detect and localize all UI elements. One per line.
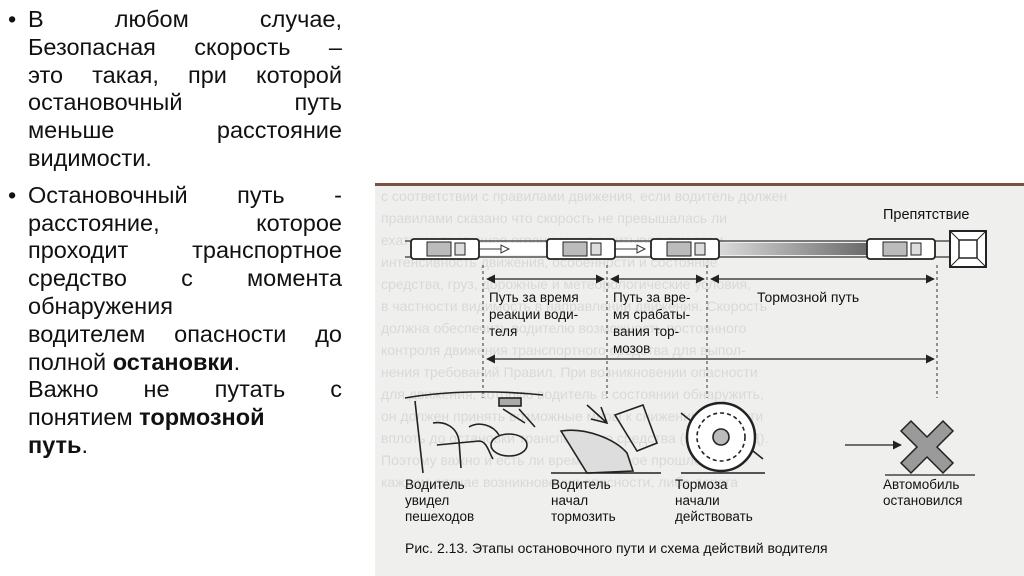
text-column: • В любом случае, Безопасная скорость – … bbox=[8, 6, 342, 460]
stop-cross-icon bbox=[845, 419, 975, 476]
label-line: теля bbox=[489, 324, 517, 339]
bg-line: нения требований Правил. При возникновен… bbox=[381, 364, 758, 380]
obstacle-icon bbox=[949, 230, 987, 268]
text-line: водителем опасности до bbox=[28, 320, 342, 347]
bg-line: должна обеспечить водителю возможность п… bbox=[381, 320, 747, 336]
label-line: тормозить bbox=[551, 509, 616, 524]
obstacle-label: Препятствие bbox=[883, 207, 970, 223]
label-line: мя срабаты- bbox=[613, 307, 690, 322]
label-line: начали bbox=[675, 493, 720, 508]
car-icon bbox=[546, 238, 616, 260]
label-line: реакции води- bbox=[489, 307, 578, 322]
label-line: действовать bbox=[675, 509, 753, 524]
text-line: В любом случае, bbox=[28, 6, 342, 32]
figure-caption: Рис. 2.13. Этапы остановочного пути и сх… bbox=[405, 540, 828, 556]
stopping-distance-figure: с соответствии с правилами движения, есл… bbox=[375, 183, 1024, 576]
segment-braking-label: Тормозной путь bbox=[757, 289, 859, 305]
bg-line: он должен принять возможные меры к сниже… bbox=[381, 408, 763, 424]
segment-brake-response-label: Путь за вре- мя срабаты- вания тор- мозо… bbox=[613, 290, 691, 356]
text-line: меньше расстояние bbox=[28, 117, 342, 144]
text-span: . bbox=[81, 431, 89, 458]
bold-term-path: путь bbox=[28, 431, 82, 458]
track-gap bbox=[471, 243, 556, 255]
bullet-marker: • bbox=[8, 6, 17, 32]
bg-line: с соответствии с правилами движения, есл… bbox=[381, 188, 787, 204]
car-icon bbox=[866, 238, 936, 260]
text-line: Важно не путать с bbox=[28, 376, 342, 403]
wheel-illustration bbox=[680, 401, 765, 474]
text-line: обнаружения bbox=[28, 292, 174, 319]
label-line: начал bbox=[551, 493, 588, 508]
label-line: вания тор- bbox=[613, 324, 679, 339]
label-line: увидел bbox=[405, 493, 449, 508]
text-span: . bbox=[233, 348, 241, 375]
label-line: Тормоза bbox=[675, 477, 728, 492]
text-line: видимости. bbox=[28, 144, 152, 171]
car-icon bbox=[410, 238, 480, 260]
text-line: путь. bbox=[28, 432, 342, 460]
label-line: пешеходов bbox=[405, 509, 474, 524]
bold-term-braking: тормозной bbox=[139, 404, 265, 431]
car-icon bbox=[650, 238, 720, 260]
bg-line: для движения, которую водитель в состоян… bbox=[381, 386, 764, 402]
direction-arrow bbox=[613, 244, 647, 254]
label-line: остановился bbox=[883, 493, 962, 508]
bold-term-stop: остановки bbox=[112, 348, 234, 375]
figure-top-border bbox=[375, 183, 1024, 186]
text-span: понятием bbox=[28, 404, 140, 431]
boundary-lines bbox=[482, 265, 938, 398]
label-line: Автомобиль bbox=[883, 477, 959, 492]
label-line: Путь за время bbox=[489, 290, 579, 305]
segment-reaction-label: Путь за время реакции води- теля bbox=[489, 290, 579, 339]
stage-brakes-engaged: Тормоза начали действовать bbox=[675, 477, 753, 524]
stage-car-stopped: Автомобиль остановился bbox=[883, 477, 962, 508]
label-line: Водитель bbox=[551, 477, 611, 492]
text-line: понятием тормозной bbox=[28, 404, 342, 432]
bg-line: в частности видимость в направлении движ… bbox=[381, 298, 767, 314]
bg-line: контроля движения транспортного средства… bbox=[381, 342, 746, 358]
text-line: расстояние, которое bbox=[28, 209, 342, 236]
bg-line: правилами сказано что скорость не превыш… bbox=[381, 210, 727, 226]
bg-line: каждом случае возникновения опасности, л… bbox=[381, 474, 738, 490]
stage-driver-braked: Водитель начал тормозить bbox=[551, 477, 616, 524]
bullet-safe-speed: • В любом случае, Безопасная скорость – … bbox=[8, 6, 342, 173]
braking-gradient bbox=[715, 243, 873, 255]
text-line: остановочный путь bbox=[28, 89, 342, 116]
text-line: проходит транспортное bbox=[28, 237, 342, 264]
text-span: полной bbox=[28, 348, 113, 375]
text-line: это такая, при которой bbox=[28, 61, 342, 88]
label-line: Путь за вре- bbox=[613, 290, 691, 305]
bullet-stopping-distance: • Остановочный путь - расстояние, которо… bbox=[8, 182, 342, 460]
figure-svg: с соответствии с правилами движения, есл… bbox=[375, 183, 1024, 576]
bullet-marker: • bbox=[8, 181, 17, 208]
text-line: Безопасная скорость – bbox=[28, 33, 342, 60]
brake-pedal-illustration bbox=[551, 403, 661, 474]
bleed-through-text: с соответствии с правилами движения, есл… bbox=[381, 188, 787, 490]
text-line: средство с момента bbox=[28, 265, 342, 292]
label-line: Водитель bbox=[405, 477, 465, 492]
text-line: Остановочный путь - bbox=[28, 181, 342, 208]
bg-line: Поэтому важно и есть ли время, которое п… bbox=[381, 452, 729, 468]
label-line: мозов bbox=[613, 341, 650, 356]
text-line: полной остановки. bbox=[28, 349, 342, 377]
direction-arrow bbox=[479, 244, 511, 254]
stage-driver-saw: Водитель увидел пешеходов bbox=[405, 477, 474, 524]
driver-sees-illustration bbox=[404, 391, 544, 474]
